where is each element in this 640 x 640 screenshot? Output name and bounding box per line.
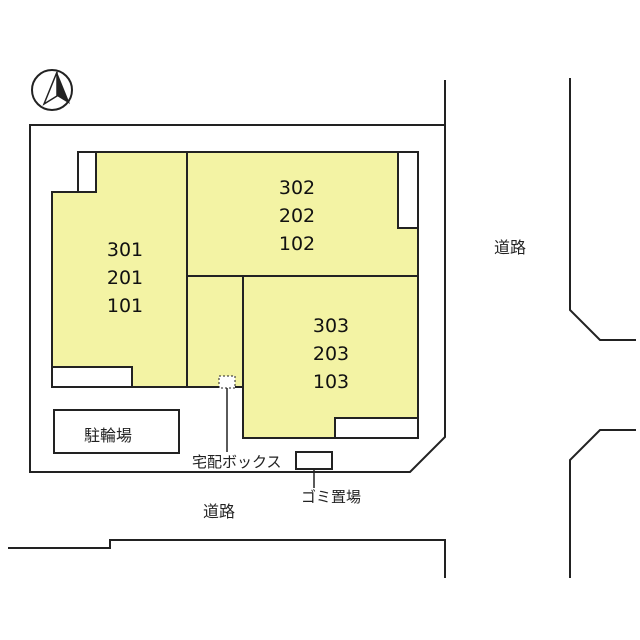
delivery-box-label: 宅配ボックス	[192, 453, 282, 471]
unit-label: 102	[278, 233, 316, 255]
road-label-right: 道路	[494, 238, 527, 257]
garbage-box	[295, 451, 333, 470]
unit-label: 302	[278, 177, 316, 199]
bicycle-parking-box	[53, 409, 180, 454]
garbage-label: ゴミ置場	[301, 488, 362, 506]
road-label-bottom: 道路	[203, 502, 236, 521]
delivery-box-marker	[218, 375, 236, 389]
unit-label: 103	[312, 371, 350, 393]
unit-label: 201	[106, 267, 144, 289]
unit-label: 203	[312, 343, 350, 365]
unit-label: 303	[312, 315, 350, 337]
road-edge-right-upper	[569, 78, 636, 341]
site-boundary	[29, 80, 446, 473]
north-arrow-icon	[31, 69, 73, 111]
corridor	[186, 275, 244, 388]
building-left-units: 301 201 101	[85, 236, 165, 320]
road-edge-bottom	[8, 539, 446, 578]
building-top-right-units: 302 202 102	[257, 174, 337, 258]
bicycle-parking-label: 駐輪場	[84, 426, 133, 445]
building-bottom-right-units: 303 203 103	[291, 312, 371, 396]
road-edge-right-lower	[569, 429, 636, 578]
unit-label: 202	[278, 205, 316, 227]
unit-label: 301	[106, 239, 144, 261]
unit-label: 101	[106, 295, 144, 317]
